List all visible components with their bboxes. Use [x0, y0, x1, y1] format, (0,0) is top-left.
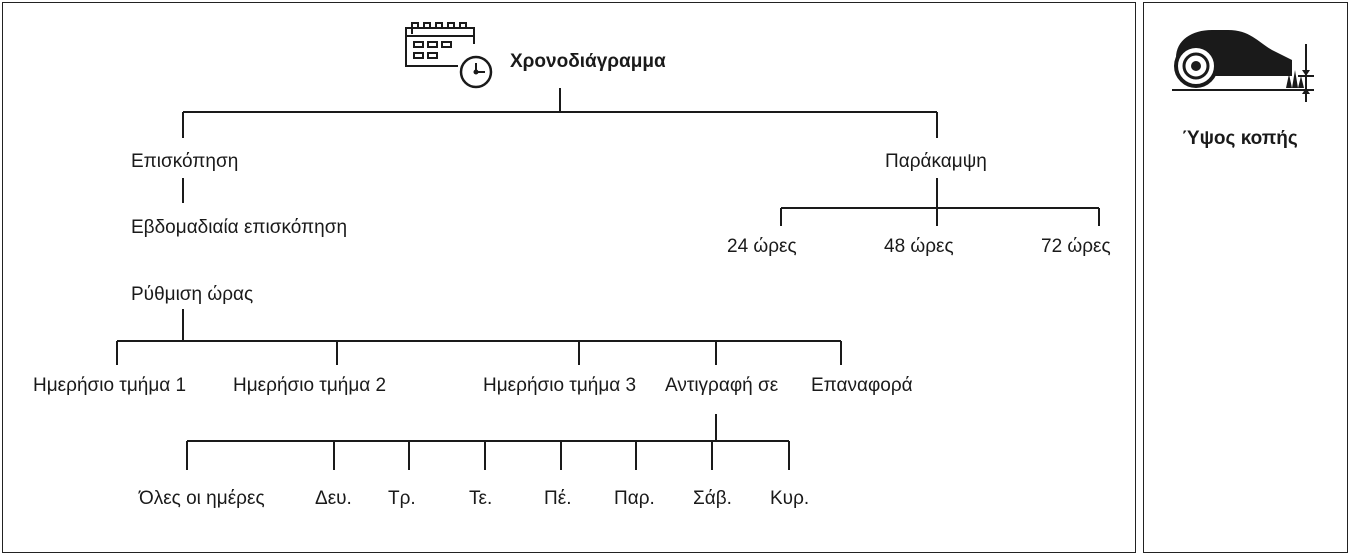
copy-target-thu[interactable]: Πέ.: [544, 488, 571, 509]
calendar-clock-icon: [405, 22, 493, 89]
overview-label[interactable]: Επισκόπηση: [131, 151, 238, 172]
copy-target-mon[interactable]: Δευ.: [315, 488, 352, 509]
bypass-72h-label[interactable]: 72 ώρες: [1041, 236, 1111, 257]
copy-target-tue[interactable]: Τρ.: [388, 488, 416, 509]
copy-target-sat[interactable]: Σάβ.: [693, 488, 732, 509]
bypass-label[interactable]: Παράκαμψη: [885, 151, 987, 172]
weekly-overview-label[interactable]: Εβδομαδιαία επισκόπηση: [131, 217, 347, 238]
tree-connectors: [116, 88, 1100, 470]
bypass-48h-label[interactable]: 48 ώρες: [884, 236, 954, 257]
copy-target-fri[interactable]: Παρ.: [614, 488, 655, 509]
day-segment-3-label[interactable]: Ημερήσιο τμήμα 3: [483, 375, 636, 396]
copy-target-sun[interactable]: Κυρ.: [770, 488, 809, 509]
copy-to-label[interactable]: Αντιγραφή σε: [665, 375, 779, 396]
bypass-24h-label[interactable]: 24 ώρες: [727, 236, 797, 257]
time-setting-label[interactable]: Ρύθμιση ώρας: [131, 284, 253, 305]
mower-cutting-height-icon: [1172, 30, 1314, 102]
day-segment-2-label[interactable]: Ημερήσιο τμήμα 2: [233, 375, 386, 396]
root-label[interactable]: Χρονοδιάγραμμα: [510, 51, 666, 72]
day-segment-1-label[interactable]: Ημερήσιο τμήμα 1: [33, 375, 186, 396]
copy-target-all-days[interactable]: Όλες οι ημέρες: [138, 488, 265, 509]
side-panel: [1143, 2, 1348, 553]
cutting-height-label[interactable]: Ύψος κοπής: [1182, 128, 1298, 149]
menu-tree-panel: [2, 2, 1136, 553]
copy-target-wed[interactable]: Τε.: [469, 488, 492, 509]
reset-label[interactable]: Επαναφορά: [811, 375, 913, 396]
